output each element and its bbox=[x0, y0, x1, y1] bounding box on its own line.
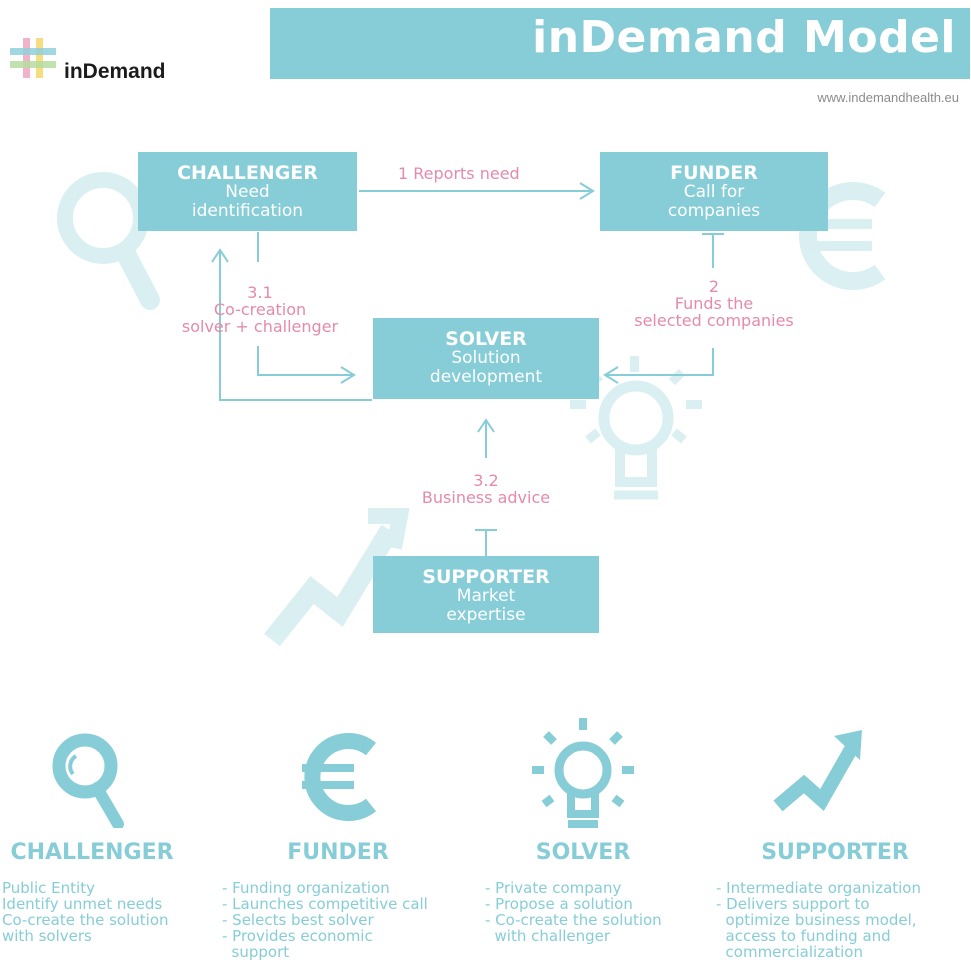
challenger-node-title: CHALLENGER bbox=[177, 162, 318, 184]
challenger-node: CHALLENGER Need identification bbox=[138, 152, 357, 231]
list-item: with challenger bbox=[485, 927, 611, 945]
funder-node-title: FUNDER bbox=[670, 162, 758, 184]
logo-text: inDemand bbox=[64, 60, 166, 83]
list-item: - Co-create the solution bbox=[485, 911, 662, 929]
background-growth-arrow-icon bbox=[264, 508, 410, 647]
euro-icon bbox=[302, 733, 377, 821]
solver-node-sub2: development bbox=[429, 367, 543, 387]
role-title-challenger: CHALLENGER bbox=[10, 840, 174, 865]
list-item: - Launches competitive call bbox=[222, 895, 428, 913]
website-url: www.indemandhealth.eu bbox=[817, 90, 959, 105]
role-title-funder: FUNDER bbox=[287, 840, 389, 865]
step-1-label: 1 Reports need bbox=[398, 164, 520, 183]
logo-icon bbox=[10, 38, 56, 78]
role-title-supporter: SUPPORTER bbox=[761, 840, 909, 865]
growth-arrow-icon bbox=[773, 730, 862, 812]
role-list-supporter: - Intermediate organization - Delivers s… bbox=[716, 880, 921, 960]
step-3-2-number: 3.2 bbox=[473, 471, 499, 490]
role-list-challenger: Public Entity Identify unmet needs Co-cr… bbox=[2, 880, 169, 944]
supporter-node-title: SUPPORTER bbox=[422, 566, 550, 588]
solver-node-sub1: Solution bbox=[451, 348, 521, 368]
list-item: with solvers bbox=[2, 927, 92, 945]
list-item: - Propose a solution bbox=[485, 895, 633, 913]
background-lightbulb-icon bbox=[570, 356, 702, 500]
list-item: Public Entity bbox=[2, 879, 95, 897]
page-title: inDemand Model bbox=[532, 12, 956, 63]
supporter-node-sub2: expertise bbox=[446, 605, 526, 625]
title-banner: inDemand Model bbox=[270, 8, 970, 79]
list-item: optimize business model, bbox=[716, 911, 917, 929]
step-2-number: 2 bbox=[708, 277, 720, 296]
step-3-2-line1: Business advice bbox=[421, 488, 551, 507]
solver-node-title: SOLVER bbox=[445, 328, 527, 350]
list-item: Identify unmet needs bbox=[2, 895, 163, 913]
funder-node-sub2: companies bbox=[667, 201, 761, 221]
supporter-node: SUPPORTER Market expertise bbox=[373, 556, 599, 633]
list-item: - Selects best solver bbox=[222, 911, 374, 929]
list-item: - Intermediate organization bbox=[716, 879, 921, 897]
list-item: - Delivers support to bbox=[716, 895, 870, 913]
role-title-solver: SOLVER bbox=[535, 840, 631, 865]
role-list-solver: - Private company - Propose a solution -… bbox=[485, 880, 662, 944]
magnifier-icon bbox=[52, 733, 124, 828]
step-3-2-label: 3.2 Business advice bbox=[396, 472, 576, 506]
challenger-node-sub1: Need bbox=[225, 182, 270, 202]
step-2-label: 2 Funds the selected companies bbox=[624, 278, 804, 329]
list-item: - Provides economic bbox=[222, 927, 373, 945]
supporter-node-sub1: Market bbox=[456, 586, 516, 606]
list-item: - Funding organization bbox=[222, 879, 390, 897]
step-3-1-number: 3.1 bbox=[247, 283, 273, 302]
list-item: commercialization bbox=[716, 943, 863, 961]
funder-node: FUNDER Call for companies bbox=[600, 152, 828, 231]
lightbulb-icon bbox=[532, 718, 634, 828]
solver-node: SOLVER Solution development bbox=[373, 318, 599, 399]
step-2-line1: Funds the bbox=[674, 294, 754, 313]
list-item: Co-create the solution bbox=[2, 911, 169, 929]
list-item: support bbox=[222, 943, 290, 961]
funder-node-sub1: Call for bbox=[683, 182, 745, 202]
step-3-1-line1: Co-creation bbox=[213, 300, 307, 319]
step-3-1-label: 3.1 Co-creation solver + challenger bbox=[167, 284, 353, 335]
role-list-funder: - Funding organization - Launches compet… bbox=[222, 880, 428, 960]
step-3-1-line2: solver + challenger bbox=[181, 317, 339, 336]
step-2-line2: selected companies bbox=[634, 311, 794, 330]
list-item: access to funding and bbox=[716, 927, 891, 945]
list-item: - Private company bbox=[485, 879, 622, 897]
challenger-node-sub2: identification bbox=[191, 201, 304, 221]
